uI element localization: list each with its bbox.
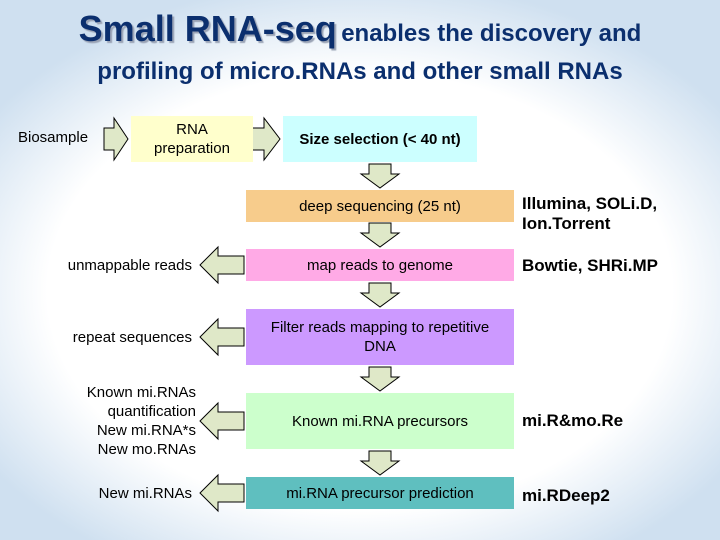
arrow-down-3 bbox=[359, 282, 401, 308]
title-rest: enables the discovery and bbox=[341, 20, 642, 47]
deep-sequencing-box: deep sequencing (25 nt) bbox=[246, 190, 514, 222]
new-mirnas-label: New mi.RNAs bbox=[98, 485, 192, 502]
known-output-line: New mi.RNA*s bbox=[96, 422, 196, 439]
title-line-2: profiling of micro.RNAs and other small … bbox=[97, 58, 623, 85]
precursor-prediction-label: mi.RNA precursor prediction bbox=[286, 484, 474, 502]
precursor-prediction-box: mi.RNA precursor prediction bbox=[246, 477, 514, 509]
known-precursors-label: Known mi.RNA precursors bbox=[292, 412, 468, 430]
biosample-label: Biosample bbox=[18, 129, 89, 146]
known-outputs-list: Known mi.RNAs quantification New mi.RNA*… bbox=[40, 383, 196, 459]
arrow-down-2 bbox=[359, 222, 401, 248]
arrow-down-4 bbox=[359, 366, 401, 392]
repeat-sequences-label: repeat sequences bbox=[72, 329, 192, 346]
sequencing-tools: Illumina, SOLi.D, Ion.Torrent bbox=[522, 194, 657, 234]
known-output-line: Known mi.RNAs bbox=[86, 384, 196, 401]
mapping-tools: Bowtie, SHRi.MP bbox=[522, 256, 659, 275]
known-precursors-box: Known mi.RNA precursors bbox=[246, 393, 514, 449]
size-selection-box: Size selection (< 40 nt) bbox=[283, 116, 477, 162]
unmappable-reads-label: unmappable reads bbox=[67, 257, 192, 274]
filter-repeats-label: Filter reads mapping to repetitive DNA bbox=[270, 319, 490, 355]
arrow-left-2 bbox=[199, 317, 245, 357]
size-selection-label: Size selection (< 40 nt) bbox=[299, 130, 461, 148]
prediction-tools: mi.RDeep2 bbox=[522, 486, 610, 505]
map-reads-box: map reads to genome bbox=[246, 249, 514, 281]
title-line-1: Small RNA-seq enables the discovery and bbox=[0, 8, 720, 50]
known-tools: mi.R&mo.Re bbox=[522, 411, 624, 430]
map-reads-label: map reads to genome bbox=[307, 256, 453, 274]
rna-preparation-box: RNA preparation bbox=[131, 116, 253, 162]
arrow-left-3 bbox=[199, 401, 245, 441]
arrow-right-2 bbox=[251, 116, 281, 162]
known-output-line: New mo.RNAs bbox=[97, 441, 196, 458]
arrow-left-4 bbox=[199, 473, 245, 513]
sequencing-tool-line: Ion.Torrent bbox=[522, 214, 611, 233]
arrow-right-1 bbox=[103, 116, 129, 162]
title-emphasis: Small RNA-seq bbox=[78, 8, 337, 49]
filter-repeats-box: Filter reads mapping to repetitive DNA bbox=[246, 309, 514, 365]
sequencing-tool-line: Illumina, SOLi.D, bbox=[522, 194, 658, 213]
arrow-down-5 bbox=[359, 450, 401, 476]
rna-preparation-label: RNA preparation bbox=[154, 121, 230, 157]
deep-sequencing-label: deep sequencing (25 nt) bbox=[299, 197, 461, 215]
arrow-left-1 bbox=[199, 245, 245, 285]
known-output-line: quantification bbox=[107, 403, 196, 420]
arrow-down-1 bbox=[359, 163, 401, 189]
